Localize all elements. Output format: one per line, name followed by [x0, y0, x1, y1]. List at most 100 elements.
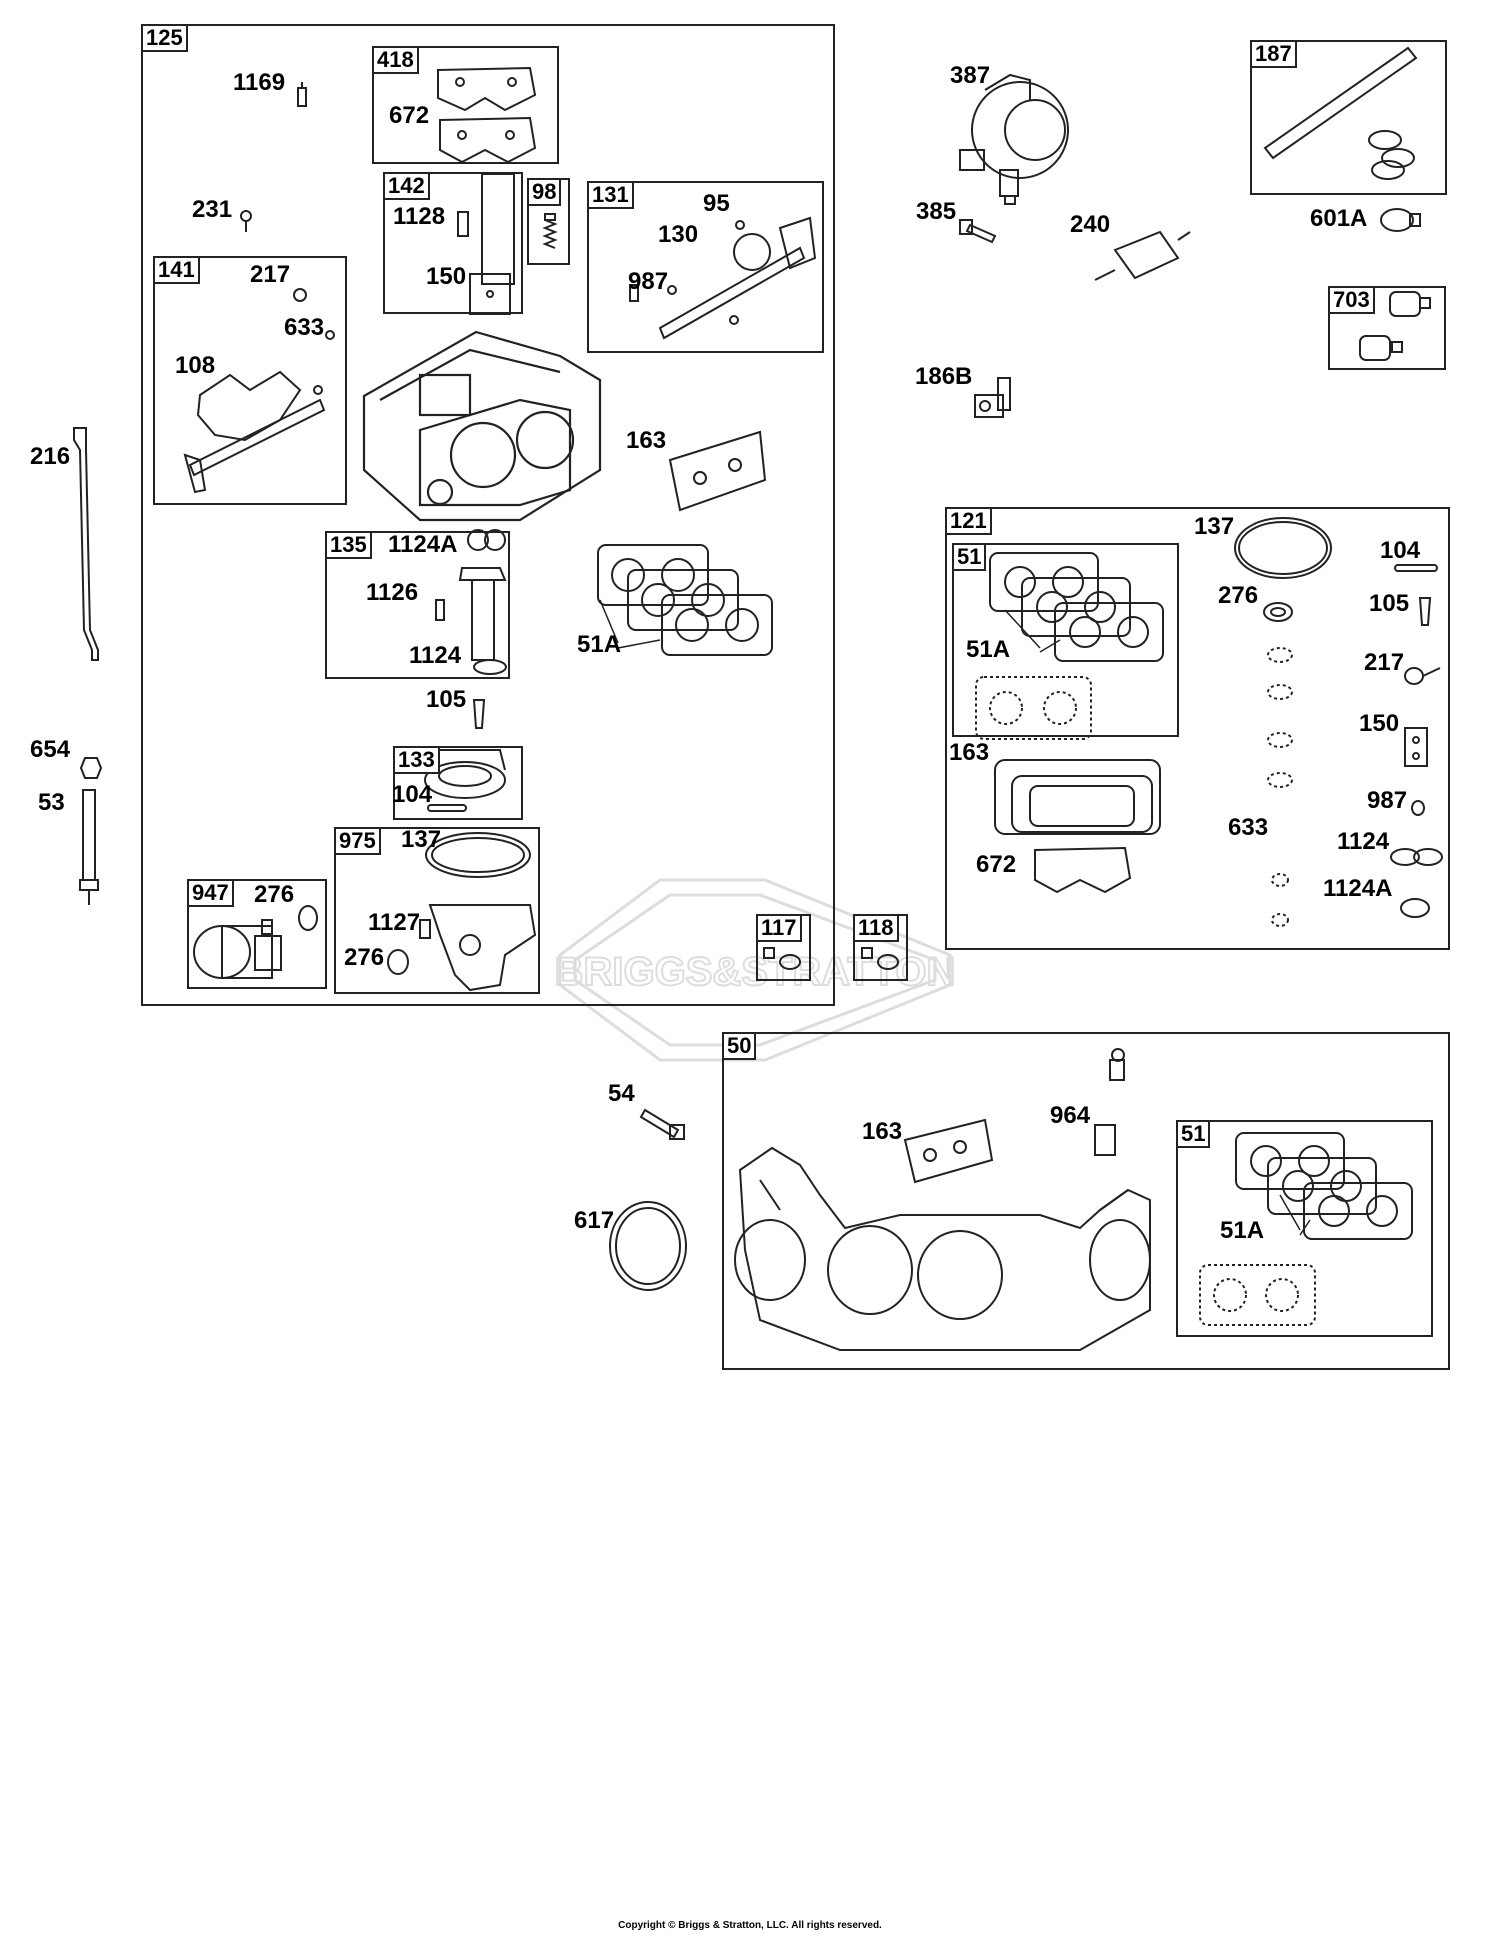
fitting-118 [861, 947, 899, 970]
gasket-dotted-50 [1199, 1264, 1316, 1326]
box-tag-703: 703 [1328, 286, 1375, 314]
box-tag-975: 975 [334, 827, 381, 855]
part-label-672: 672 [976, 851, 1017, 878]
bracket-142 [457, 173, 515, 315]
part-label-633: 633 [1228, 814, 1269, 841]
leader-lines [599, 599, 1311, 1236]
watermark-logo [558, 878, 952, 1062]
part-label-1124A: 1124A [388, 531, 458, 558]
part-label-163: 163 [862, 1118, 903, 1145]
clamps-703 [1359, 291, 1431, 361]
part-label-95: 95 [703, 190, 730, 217]
part-label-1127: 1127 [368, 909, 421, 936]
box-tag-947: 947 [187, 879, 234, 907]
oring-137b [1234, 517, 1332, 579]
part-label-51A: 51A [577, 631, 622, 658]
needle-105b [1418, 597, 1432, 626]
part-label-987: 987 [628, 268, 669, 295]
kit-box-141: 141 [153, 256, 347, 505]
box-tag-50-51: 51 [1176, 1120, 1211, 1148]
part-label-51A: 51A [966, 636, 1011, 663]
part-label-217: 217 [250, 261, 291, 288]
choke-141 [183, 288, 335, 494]
copyright-notice: Copyright © Briggs & Stratton, LLC. All … [618, 1920, 882, 1931]
box-tag-135: 135 [325, 531, 372, 559]
kit-box-135: 135 [325, 531, 510, 679]
box-tag-125: 125 [141, 24, 188, 52]
plate-150b [1404, 727, 1428, 767]
kit-box-131: 131 [587, 181, 824, 353]
kit-box-118: 118 [853, 914, 908, 981]
part-label-1124A: 1124A [1323, 875, 1393, 902]
gasket-163b [994, 759, 1161, 835]
needle-105a [472, 699, 486, 729]
stud-53 [79, 789, 99, 905]
clamp-601A [1380, 208, 1421, 232]
float-135 [435, 529, 507, 675]
plate-418 [437, 66, 537, 112]
part-label-276: 276 [344, 944, 385, 971]
spring-98 [542, 213, 558, 249]
part-label-105: 105 [426, 686, 467, 713]
part-label-150: 150 [426, 263, 467, 290]
box-tag-50: 50 [722, 1032, 757, 1060]
fuel-pump-387 [959, 73, 1069, 205]
part-label-231: 231 [192, 196, 233, 223]
fuel-line-187 [1263, 46, 1418, 180]
kit-box-125: 125 [141, 24, 835, 1006]
fitting-186B [974, 377, 1011, 418]
washer-276c [1263, 602, 1293, 622]
part-label-617: 617 [574, 1207, 615, 1234]
part-label-137: 137 [401, 826, 442, 853]
screw-385 [959, 219, 997, 244]
solenoid-947 [193, 905, 318, 979]
part-label-163: 163 [949, 739, 990, 766]
kit-box-947: 947 [187, 879, 327, 989]
nut-654 [79, 757, 103, 779]
part-label-186B: 186B [915, 363, 973, 390]
oring-987b [1411, 800, 1425, 816]
box-tag-118: 118 [853, 914, 899, 942]
part-label-601A: 601A [1310, 205, 1368, 232]
kit-box-975: 975 [334, 827, 540, 994]
part-label-240: 240 [1070, 211, 1111, 238]
part-label-387: 387 [950, 62, 991, 89]
part-label-987: 987 [1367, 787, 1408, 814]
intake-manifold-50 [734, 1146, 1151, 1351]
part-label-1124: 1124 [409, 642, 462, 669]
part-label-108: 108 [175, 352, 216, 379]
washers-121 [1267, 647, 1293, 927]
kit-box-703: 703 [1328, 286, 1446, 370]
part-label-276: 276 [254, 881, 295, 908]
part-label-1124: 1124 [1337, 828, 1390, 855]
box-tag-133: 133 [393, 746, 440, 774]
oring-1124Ab [1400, 898, 1430, 918]
plate-672b [1034, 846, 1132, 894]
part-label-1126: 1126 [366, 579, 419, 606]
fitting-964 [1094, 1048, 1125, 1156]
fuel-filter-240 [1094, 230, 1191, 281]
part-label-1128: 1128 [393, 203, 446, 230]
screw-231 [240, 210, 252, 232]
part-label-385: 385 [916, 198, 957, 225]
rod-216 [73, 427, 99, 661]
part-label-672: 672 [389, 102, 430, 129]
box-tag-187: 187 [1250, 40, 1297, 68]
gasket-dotted-121 [975, 676, 1092, 740]
box-tag-418: 418 [372, 46, 419, 74]
gasket-51A-left [597, 544, 773, 656]
gasket-163c [903, 1118, 994, 1184]
pin-104b [1394, 564, 1438, 572]
kit-box-50: 50 [722, 1032, 1450, 1370]
fitting-117 [763, 947, 801, 970]
gasket-163a [668, 430, 767, 512]
spring-217b [1404, 667, 1441, 685]
kit-box-187: 187 [1250, 40, 1447, 195]
kit-box-121: 121 [945, 507, 1450, 950]
box-tag-121: 121 [945, 507, 992, 535]
screw-1169 [297, 82, 307, 107]
box-tag-98: 98 [527, 178, 562, 206]
bowl-975 [387, 832, 537, 992]
part-label-104: 104 [1380, 537, 1421, 564]
ring-617 [609, 1201, 687, 1291]
